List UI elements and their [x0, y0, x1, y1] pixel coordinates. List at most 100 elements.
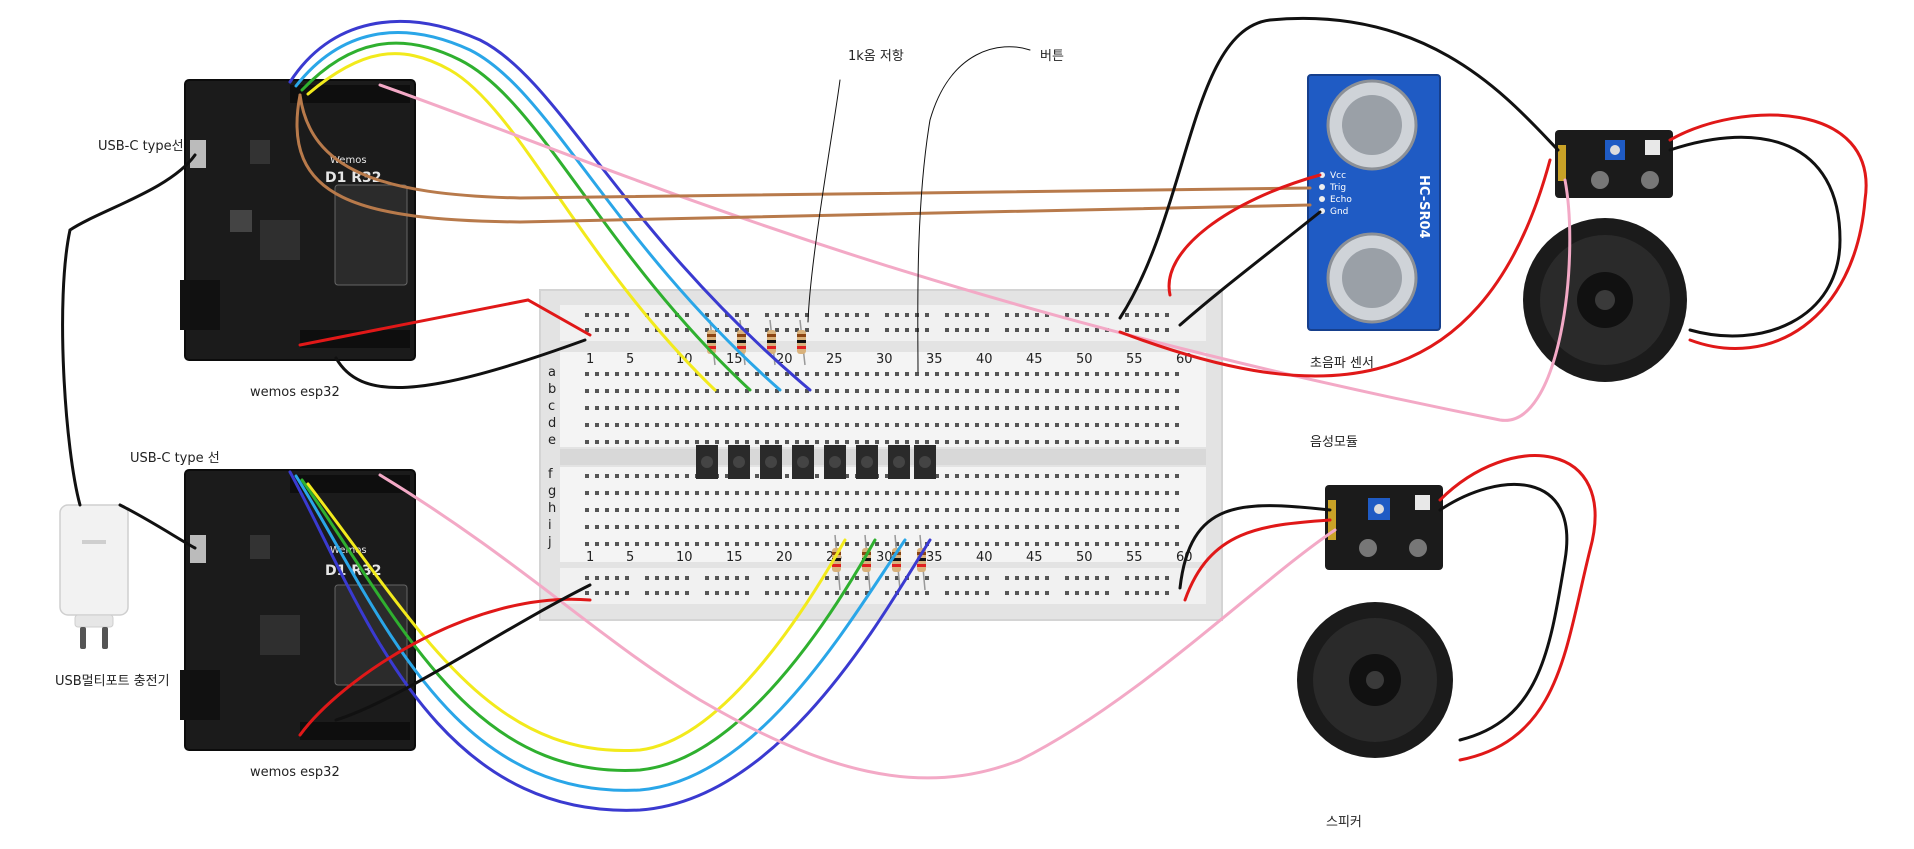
breadboard-hole	[1045, 491, 1049, 495]
breadboard-hole	[965, 576, 969, 580]
breadboard-hole	[1005, 406, 1009, 410]
breadboard-hole	[625, 406, 629, 410]
breadboard-hole	[1165, 423, 1169, 427]
breadboard-hole	[965, 328, 969, 332]
breadboard-hole	[905, 591, 909, 595]
breadboard-hole	[795, 423, 799, 427]
breadboard-hole	[985, 423, 989, 427]
breadboard-hole	[865, 406, 869, 410]
breadboard-hole	[935, 491, 939, 495]
breadboard-hole	[625, 591, 629, 595]
breadboard-hole	[715, 591, 719, 595]
breadboard-hole	[885, 474, 889, 478]
breadboard-hole	[1035, 591, 1039, 595]
breadboard-hole	[885, 372, 889, 376]
breadboard-hole	[925, 423, 929, 427]
breadboard-hole	[735, 525, 739, 529]
breadboard-hole	[1005, 542, 1009, 546]
breadboard-hole	[1165, 525, 1169, 529]
breadboard-hole	[1145, 508, 1149, 512]
breadboard-hole	[715, 406, 719, 410]
breadboard-hole	[1045, 542, 1049, 546]
breadboard-hole	[1065, 423, 1069, 427]
breadboard-hole	[945, 474, 949, 478]
breadboard-hole	[675, 372, 679, 376]
row-letters: a b c d e f g h i j	[547, 365, 556, 550]
breadboard-hole	[775, 576, 779, 580]
breadboard-hole	[1015, 474, 1019, 478]
breadboard-hole	[775, 491, 779, 495]
breadboard-hole	[1085, 440, 1089, 444]
breadboard-hole	[1035, 491, 1039, 495]
speaker-bottom	[1297, 602, 1453, 758]
breadboard-hole	[645, 389, 649, 393]
breadboard-hole	[815, 406, 819, 410]
breadboard-hole	[685, 440, 689, 444]
breadboard-hole	[1155, 576, 1159, 580]
breadboard-hole	[935, 440, 939, 444]
breadboard-hole	[625, 508, 629, 512]
col-num: 20	[776, 352, 793, 367]
breadboard-hole	[1145, 406, 1149, 410]
breadboard-hole	[865, 491, 869, 495]
breadboard-hole	[745, 440, 749, 444]
breadboard-hole	[1065, 508, 1069, 512]
breadboard-hole	[785, 440, 789, 444]
breadboard-hole	[605, 406, 609, 410]
breadboard-hole	[1075, 576, 1079, 580]
breadboard-hole	[895, 542, 899, 546]
breadboard-hole	[1175, 372, 1179, 376]
breadboard-hole	[825, 542, 829, 546]
breadboard-hole	[925, 389, 929, 393]
breadboard-hole	[595, 508, 599, 512]
breadboard-hole	[945, 491, 949, 495]
breadboard-hole	[1035, 576, 1039, 580]
breadboard-hole	[875, 525, 879, 529]
breadboard-hole	[715, 313, 719, 317]
usb-port	[190, 535, 206, 563]
breadboard-hole	[595, 542, 599, 546]
breadboard-hole	[985, 508, 989, 512]
breadboard-hole	[995, 491, 999, 495]
breadboard-hole	[1155, 525, 1159, 529]
breadboard-hole	[1065, 406, 1069, 410]
breadboard-hole	[1155, 328, 1159, 332]
breadboard-hole	[805, 406, 809, 410]
breadboard-hole	[955, 423, 959, 427]
breadboard-hole	[975, 440, 979, 444]
breadboard-hole	[895, 491, 899, 495]
breadboard-hole	[1165, 491, 1169, 495]
breadboard-hole	[735, 372, 739, 376]
breadboard-hole	[735, 440, 739, 444]
breadboard-hole	[825, 576, 829, 580]
breadboard-hole	[1035, 372, 1039, 376]
breadboard-hole	[945, 525, 949, 529]
breadboard-hole	[675, 440, 679, 444]
breadboard-hole	[895, 372, 899, 376]
breadboard-hole	[775, 508, 779, 512]
wire-black-sensor	[1118, 17, 1560, 320]
breadboard-hole	[655, 591, 659, 595]
breadboard-hole	[1055, 440, 1059, 444]
breadboard-hole	[995, 542, 999, 546]
breadboard-hole	[1165, 576, 1169, 580]
breadboard-hole	[1015, 328, 1019, 332]
breadboard-hole	[735, 491, 739, 495]
breadboard-hole	[945, 328, 949, 332]
breadboard-hole	[595, 591, 599, 595]
breadboard-hole	[895, 313, 899, 317]
breadboard-hole	[645, 406, 649, 410]
breadboard-hole	[765, 440, 769, 444]
breadboard-hole	[835, 576, 839, 580]
col-num: 45	[1026, 352, 1043, 367]
breadboard-hole	[645, 508, 649, 512]
breadboard-hole	[845, 328, 849, 332]
breadboard-hole	[635, 440, 639, 444]
breadboard-hole	[1165, 313, 1169, 317]
breadboard-hole	[835, 508, 839, 512]
breadboard-hole	[985, 525, 989, 529]
breadboard-hole	[1155, 313, 1159, 317]
breadboard-hole	[705, 525, 709, 529]
breadboard-hole	[985, 389, 989, 393]
breadboard-hole	[665, 591, 669, 595]
